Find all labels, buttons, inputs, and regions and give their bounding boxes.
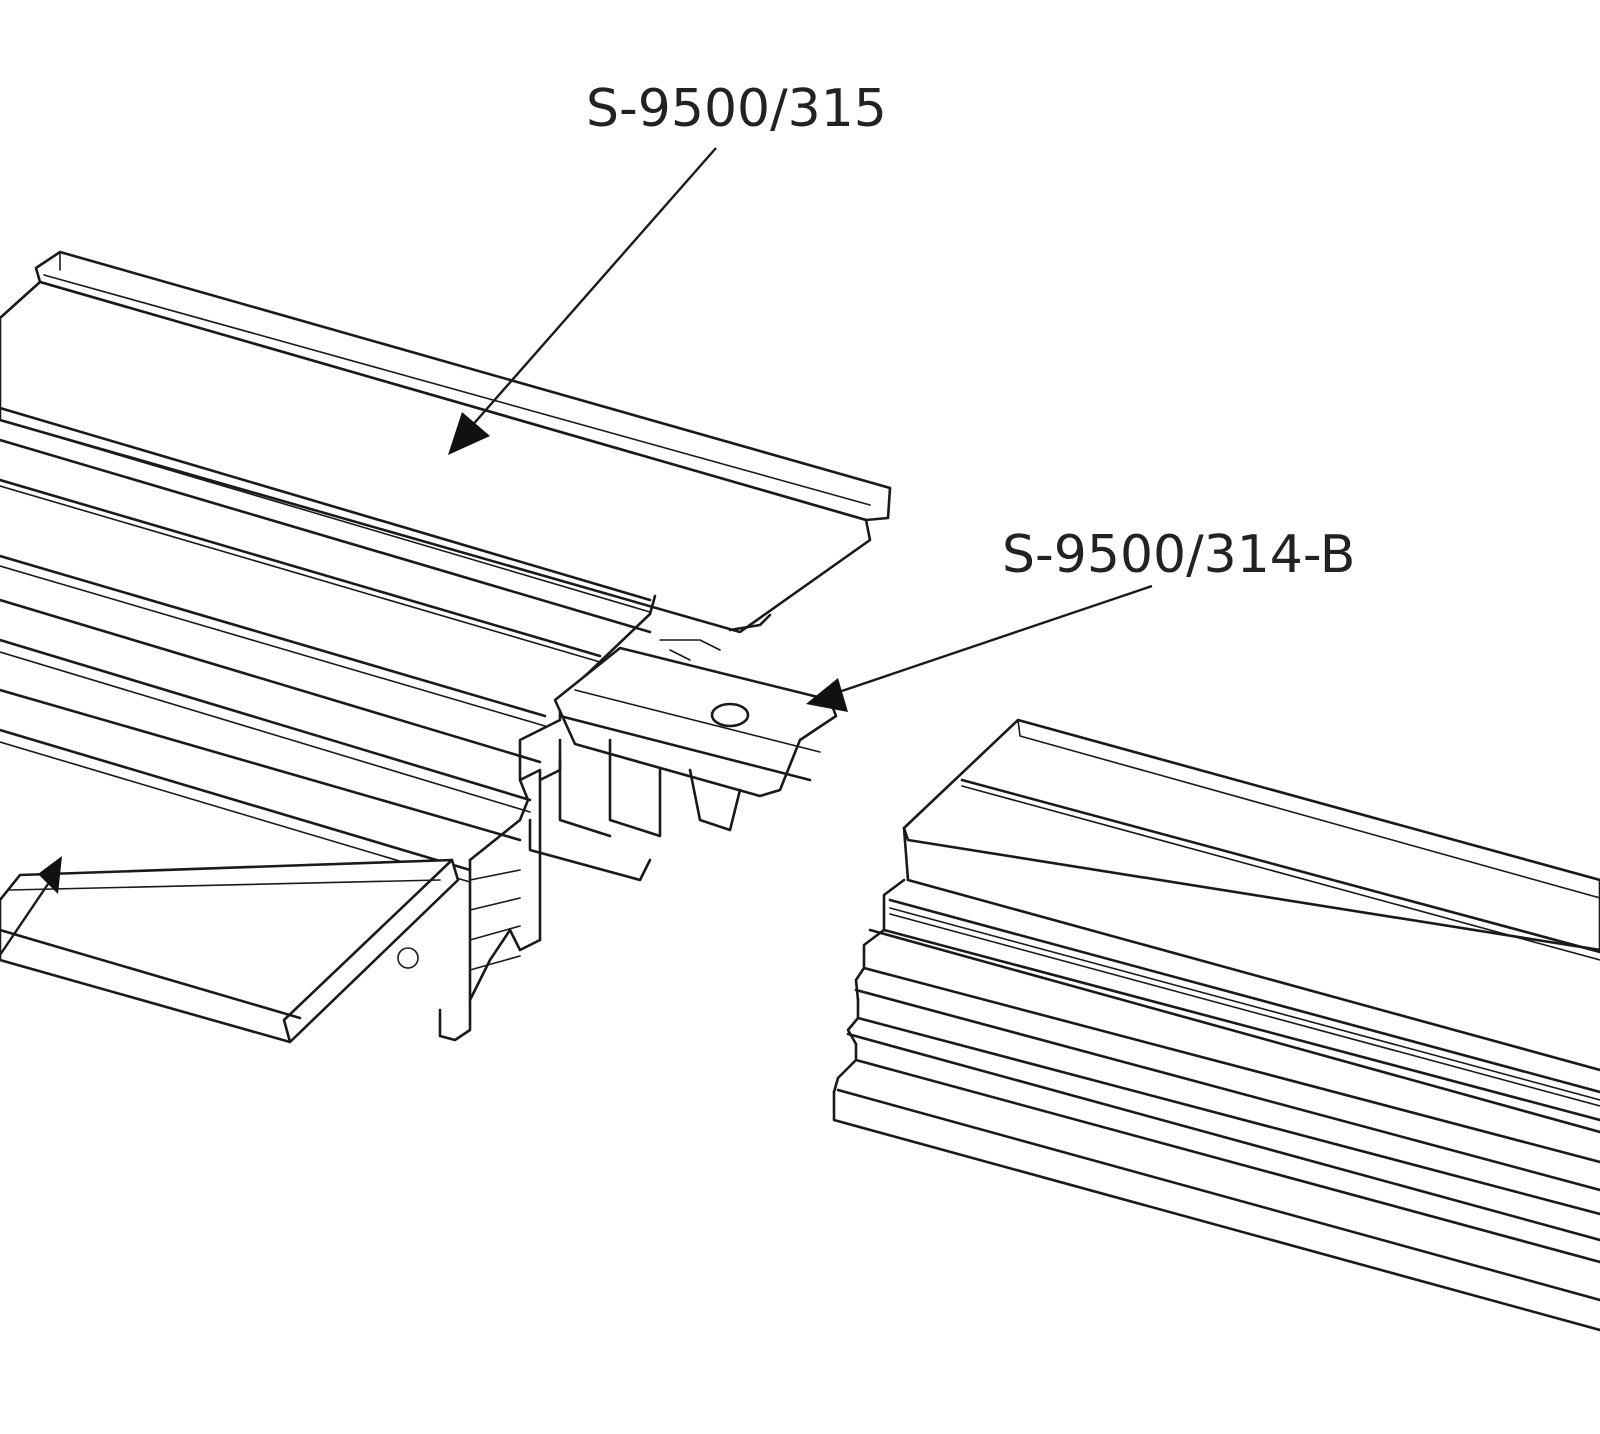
left-profile-rail: [0, 250, 892, 1044]
leader-connector: [806, 584, 1153, 712]
callout-label-s9500-314b: S-9500/314-B: [1002, 525, 1355, 585]
callout-label-s9500-315: S-9500/315: [586, 79, 887, 139]
right-profile-rail: [832, 718, 1600, 1332]
leader-bottom-left: [0, 856, 62, 956]
connector-bracket: [528, 613, 838, 882]
leader-top: [448, 147, 717, 455]
